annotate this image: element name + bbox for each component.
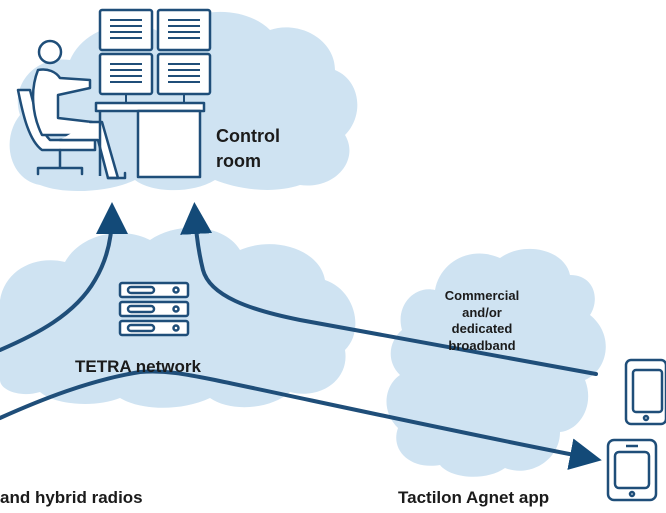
tablet-icon: [624, 358, 666, 426]
arrow-radios-to-phone: [0, 369, 602, 470]
arrow-tablet-to-control-room: [180, 202, 598, 376]
control-room-label: Control room: [216, 126, 280, 171]
monitor-wall-icon: [98, 8, 212, 103]
agnet-app-label: Tactilon Agnet app: [398, 488, 550, 507]
arrow-radios-to-control-room: [0, 202, 128, 352]
broadband-label: Commercial and/or dedicated broadband: [444, 288, 520, 353]
tetra-network-label: TETRA network: [75, 357, 201, 376]
smartphone-icon: [606, 438, 658, 502]
broadband-cloud: [386, 248, 606, 477]
tetra-cloud: [0, 227, 356, 408]
desk-icon: [94, 101, 206, 179]
hybrid-radios-label: and hybrid radios: [0, 488, 143, 507]
server-stack-icon: [118, 281, 190, 337]
